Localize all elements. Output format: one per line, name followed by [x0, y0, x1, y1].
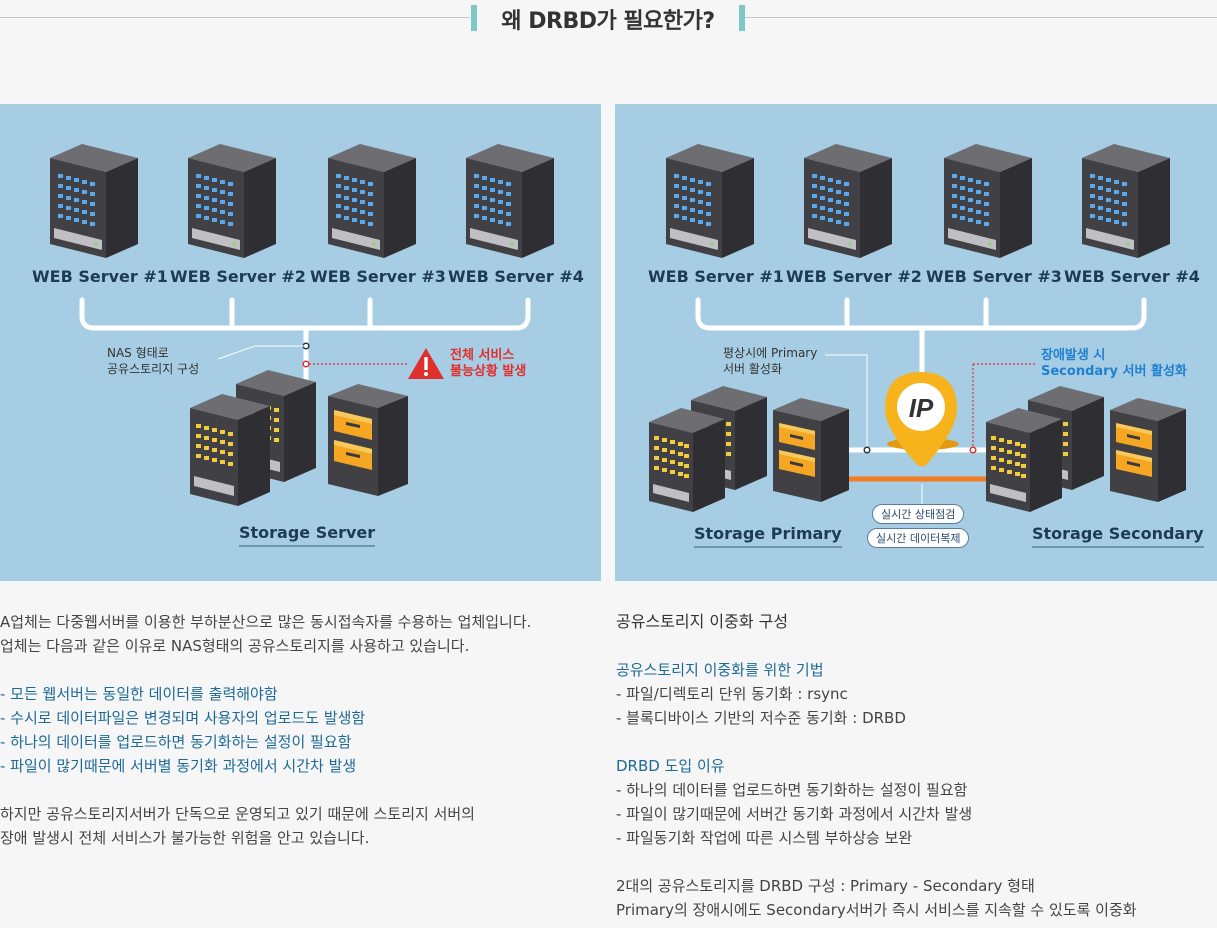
title-rule-left [0, 17, 470, 18]
reason-item: - 파일동기화 작업에 따른 시스템 부하상승 보완 [616, 829, 913, 847]
left-web-server-3-label: WEB Server #3 [310, 267, 446, 286]
intro-line: A업체는 다중웹서버를 이용한 부하분산으로 많은 동시접속자를 수용하는 업체… [0, 613, 532, 631]
replication-pill: 실시간 데이터복제 [867, 528, 970, 548]
risk-line: 하지만 공유스토리지서버가 단독으로 운영되고 있기 때문에 스토리지 서버의 [0, 805, 475, 823]
storage-secondary-label: Storage Secondary [1032, 524, 1204, 548]
storage-server-label: Storage Server [239, 523, 376, 547]
left-web-server-2-label: WEB Server #2 [170, 267, 306, 286]
current-setup-description: A업체는 다중웹서버를 이용한 부하분산으로 많은 동시접속자를 수용하는 업체… [0, 610, 531, 850]
redundancy-heading: 공유스토리지 이중화 구성 [616, 612, 789, 631]
right-web-server-4-label: WEB Server #4 [1064, 267, 1200, 286]
right-web-server-1-label: WEB Server #1 [648, 267, 784, 286]
risk-line: 장애 발생시 전체 서비스가 불가능한 위험을 안고 있습니다. [0, 829, 370, 847]
method-item: - 파일/디렉토리 단위 동기화 : rsync [616, 685, 848, 703]
storage-primary-label: Storage Primary [694, 524, 842, 548]
drbd-redundancy-diagram: IP WEB Server #1 WEB Server #2 WEB Serve… [615, 104, 1217, 581]
right-web-server-2-label: WEB Server #2 [786, 267, 922, 286]
primary-active-note: 평상시에 Primary 서버 활성화 [723, 346, 818, 376]
reason-item: - 파일이 많기때문에 서버간 동기화 과정에서 시간차 발생 [616, 805, 973, 823]
single-storage-diagram: WEB Server #1 WEB Server #2 WEB Server #… [0, 104, 601, 581]
redundancy-description: 공유스토리지 이중화 구성 공유스토리지 이중화를 위한 기법 - 파일/디렉토… [616, 610, 1137, 922]
right-web-server-3-label: WEB Server #3 [926, 267, 1062, 286]
title-rule-right [745, 17, 1217, 18]
requirement-item: - 모든 웹서버는 동일한 데이터를 출력해야함 [0, 685, 278, 703]
intro-line: 업체는 다음과 같은 이유로 NAS형태의 공유스토리지를 사용하고 있습니다. [0, 637, 470, 655]
title-accent-left [471, 5, 477, 31]
summary-line: 2대의 공유스토리지를 DRBD 구성 : Primary - Secondar… [616, 877, 1035, 895]
title-accent-right [739, 5, 745, 31]
page-title: 왜 DRBD가 필요한가? [501, 9, 715, 34]
requirement-item: - 하나의 데이터를 업로드하면 동기화하는 설정이 필요함 [0, 733, 352, 751]
status-check-pill: 실시간 상태점검 [872, 504, 965, 524]
service-failure-warning: 전체 서비스 불능상황 발생 [450, 348, 527, 379]
failover-note: 장애발생 시 Secondary 서버 활성화 [1041, 348, 1187, 379]
summary-line: Primary의 장애시에도 Secondary서버가 즉시 서비스를 지속할 … [616, 901, 1137, 919]
reason-title: DRBD 도입 이유 [616, 757, 725, 775]
ip-marker-icon: IP [885, 372, 959, 467]
nas-note: NAS 형태로 공유스토리지 구성 [107, 346, 200, 376]
left-web-server-1-label: WEB Server #1 [32, 267, 168, 286]
method-item: - 블록디바이스 기반의 저수준 동기화 : DRBD [616, 709, 906, 727]
reason-item: - 하나의 데이터를 업로드하면 동기화하는 설정이 필요함 [616, 781, 968, 799]
drbd-redundancy-graphic: IP [649, 144, 1186, 512]
requirement-item: - 수시로 데이터파일은 변경되며 사용자의 업로드도 발생함 [0, 709, 366, 727]
single-storage-graphic [50, 144, 554, 506]
ip-badge-text: IP [909, 393, 934, 423]
method-title: 공유스토리지 이중화를 위한 기법 [616, 661, 824, 679]
requirement-item: - 파일이 많기때문에 서버별 동기화 과정에서 시간차 발생 [0, 757, 357, 775]
left-web-server-4-label: WEB Server #4 [448, 267, 584, 286]
